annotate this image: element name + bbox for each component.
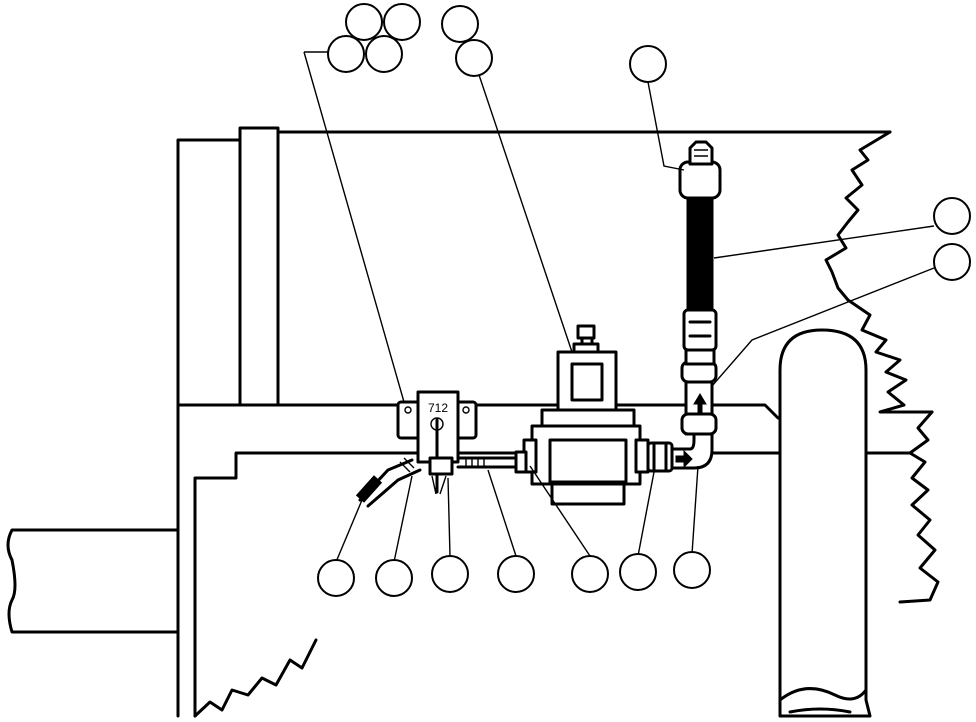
outlet-fitting — [646, 430, 714, 473]
callout-circle — [933, 197, 971, 235]
flexible-hose — [678, 140, 722, 366]
callout-circles — [317, 3, 971, 597]
leader-lines — [303, 51, 935, 563]
fuel-filter: 712 — [396, 390, 478, 495]
callout-circle — [317, 559, 355, 597]
callout-circle — [375, 559, 413, 597]
callout-circle — [431, 555, 469, 593]
callout-circle — [933, 243, 971, 281]
callout-circle — [571, 555, 609, 593]
callout-circle — [619, 553, 657, 591]
callout-circle — [455, 39, 493, 77]
vertical-pipe — [778, 328, 872, 718]
callout-circle — [441, 5, 479, 43]
callout-circle — [345, 3, 383, 41]
left-tube — [6, 528, 180, 634]
callout-circle — [629, 45, 667, 83]
callout-circle — [383, 3, 421, 41]
inlet-hose — [355, 457, 422, 508]
callout-circle — [673, 551, 711, 589]
fuel-pump — [522, 324, 650, 506]
part-number-plate: 712 — [428, 401, 448, 415]
fuel-line — [456, 450, 528, 474]
callout-circle — [365, 35, 403, 73]
vertical-fitting — [680, 360, 718, 436]
callout-circle — [497, 555, 535, 593]
callout-circle — [327, 35, 365, 73]
